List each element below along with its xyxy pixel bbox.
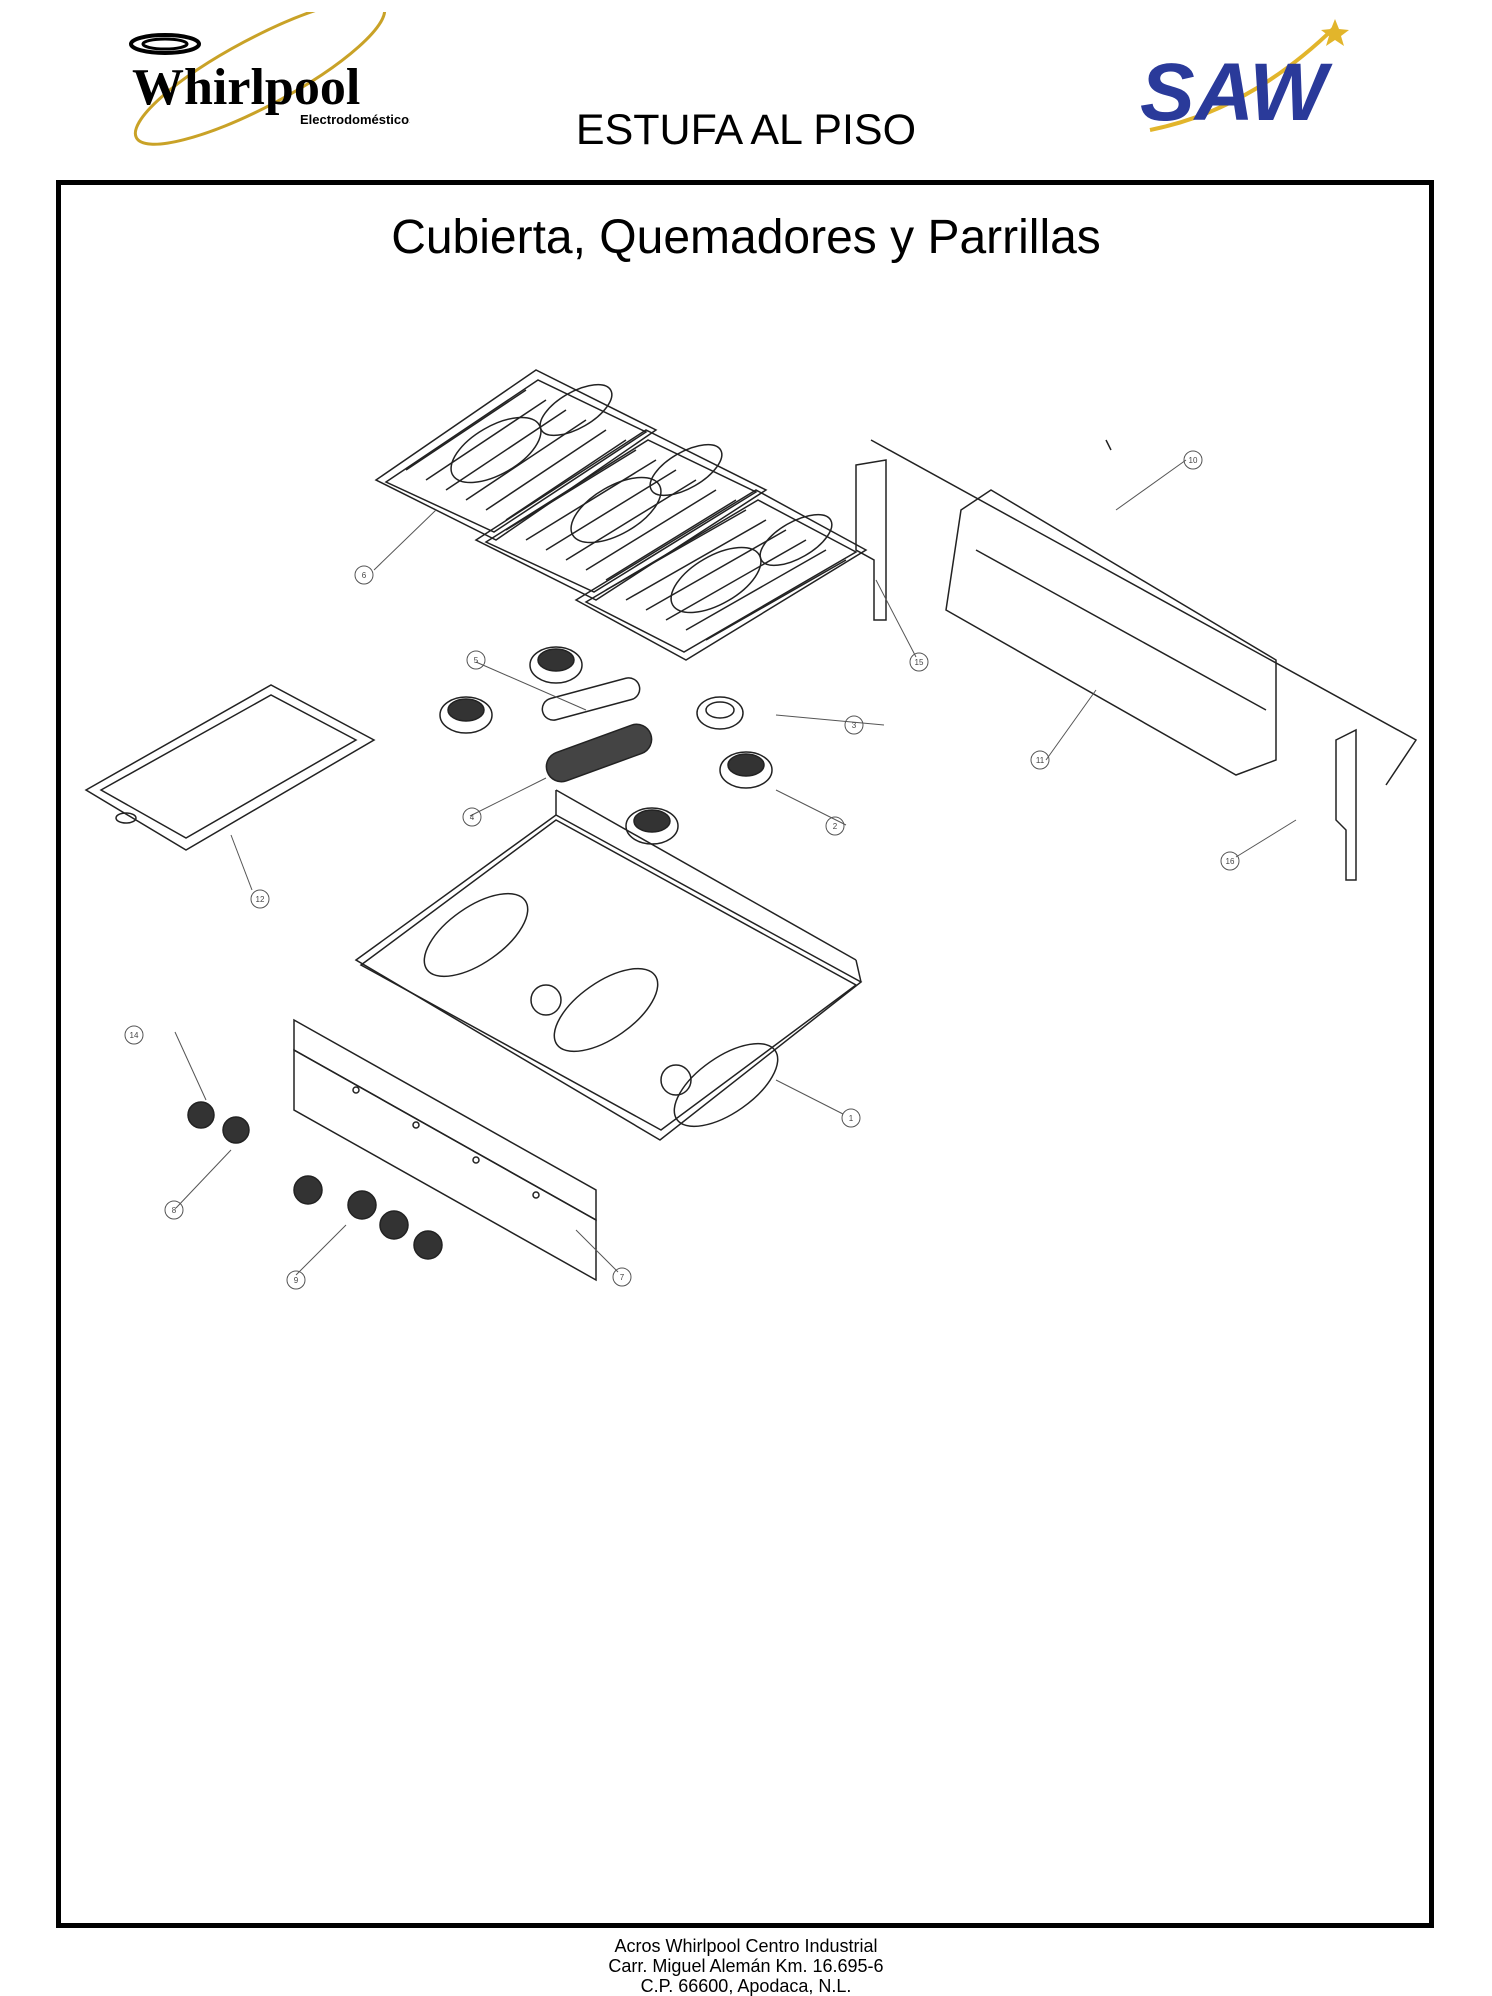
svg-text:7: 7 xyxy=(620,1273,625,1282)
svg-text:9: 9 xyxy=(294,1276,299,1285)
burner-grates xyxy=(374,369,868,661)
callout-5: 5 xyxy=(466,650,486,670)
callout-leaders xyxy=(174,459,1297,1276)
svg-text:16: 16 xyxy=(1226,857,1235,866)
callout-3: 3 xyxy=(844,715,864,735)
callout-9: 9 xyxy=(286,1270,306,1290)
burner-caps xyxy=(439,646,773,845)
svg-text:11: 11 xyxy=(1036,756,1045,765)
svg-text:15: 15 xyxy=(915,658,924,667)
svg-text:4: 4 xyxy=(470,813,475,822)
glass-lid xyxy=(84,684,376,851)
svg-text:14: 14 xyxy=(130,1031,139,1040)
callout-markers: 1 2 3 4 5 6 7 8 9 10 11 12 14 15 16 xyxy=(124,450,1240,1290)
svg-text:12: 12 xyxy=(256,895,265,904)
page-frame xyxy=(56,180,1434,1928)
section-title: Cubierta, Quemadores y Parrillas xyxy=(391,211,1101,264)
callout-14: 14 xyxy=(124,1025,144,1045)
footer-address: Acros Whirlpool Centro Industrial Carr. … xyxy=(0,1936,1492,1996)
whirlpool-wordmark: Whirlpool xyxy=(132,59,360,116)
callout-10: 10 xyxy=(1183,450,1203,470)
svg-text:5: 5 xyxy=(474,656,479,665)
callout-12: 12 xyxy=(250,889,270,909)
document-title: ESTUFA AL PISO xyxy=(575,106,917,154)
callout-11: 11 xyxy=(1030,750,1050,770)
svg-text:2: 2 xyxy=(833,822,838,831)
control-knobs xyxy=(187,1101,443,1260)
callout-6: 6 xyxy=(354,565,374,585)
svg-text:6: 6 xyxy=(362,571,367,580)
callout-16: 16 xyxy=(1220,851,1240,871)
svg-text:1: 1 xyxy=(849,1114,854,1123)
backguard xyxy=(855,439,1418,881)
svg-text:8: 8 xyxy=(172,1206,177,1215)
callout-8: 8 xyxy=(164,1200,184,1220)
footer-line-3: C.P. 66600, Apodaca, N.L. xyxy=(640,1976,852,1996)
svg-text:3: 3 xyxy=(852,721,857,730)
callout-15: 15 xyxy=(909,652,929,672)
callout-2: 2 xyxy=(825,816,845,836)
control-panel xyxy=(293,1018,597,1282)
cooktop xyxy=(354,789,863,1141)
footer-line-1: Acros Whirlpool Centro Industrial xyxy=(614,1936,878,1956)
callout-4: 4 xyxy=(462,807,482,827)
footer-line-2: Carr. Miguel Alemán Km. 16.695-6 xyxy=(608,1956,884,1976)
svg-text:10: 10 xyxy=(1189,456,1198,465)
whirlpool-subtitle: Electrodomésticos xyxy=(300,112,410,127)
saw-wordmark: SAW xyxy=(1140,47,1333,138)
whirlpool-logo: Whirlpool Electrodomésticos xyxy=(110,0,416,162)
exploded-parts-diagram: 1 2 3 4 5 6 7 8 9 10 11 12 14 15 16 xyxy=(56,320,1434,1380)
callout-7: 7 xyxy=(612,1267,632,1287)
saw-logo: SAW xyxy=(1130,15,1410,165)
callout-1: 1 xyxy=(841,1108,861,1128)
